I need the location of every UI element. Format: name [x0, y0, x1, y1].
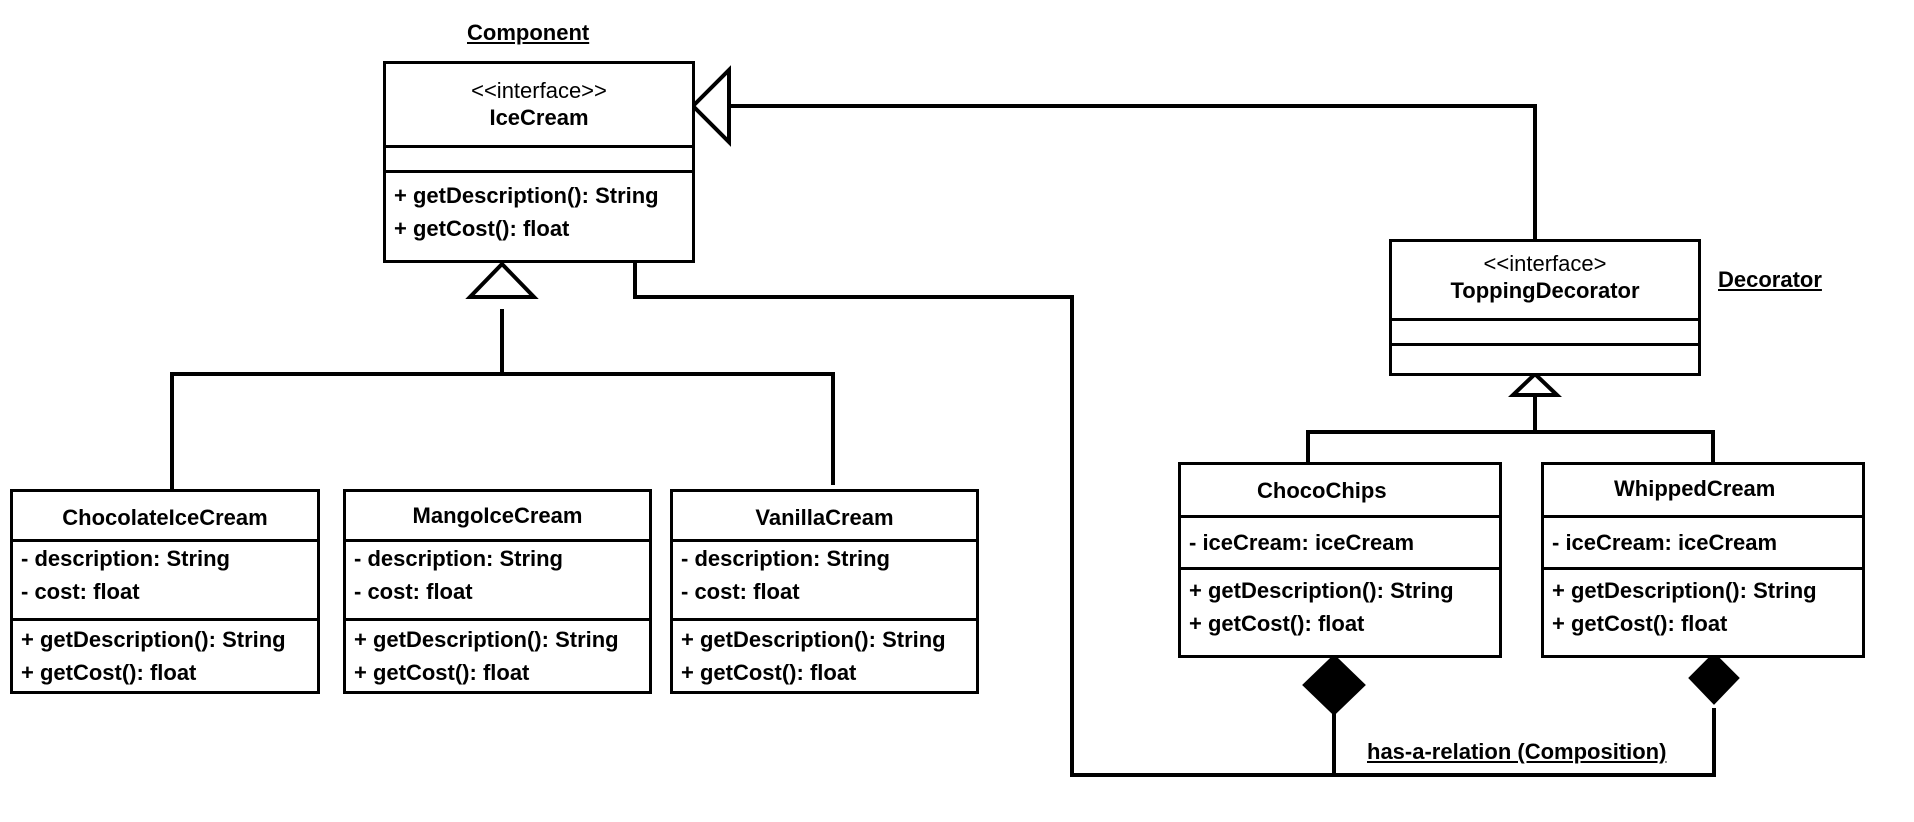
- methods-section: + getDescription(): String + getCost(): …: [1181, 570, 1499, 640]
- methods-section: + getDescription(): String + getCost(): …: [673, 621, 976, 689]
- chocolate-icecream-class-box: ChocolateIceCream - description: String …: [10, 489, 320, 694]
- method: + getDescription(): String: [21, 627, 286, 652]
- composition-diamond-chocochips: [1302, 654, 1366, 716]
- method: + getCost(): float: [354, 660, 530, 685]
- stereotype: <<interface>: [1483, 251, 1607, 276]
- attribute: - iceCream: iceCream: [1552, 530, 1778, 555]
- whipped-cream-class-box: WhippedCream - iceCream: iceCream + getD…: [1541, 462, 1865, 658]
- method: + getDescription(): String: [354, 627, 619, 652]
- class-header: <<interface>> IceCream: [386, 64, 692, 148]
- class-header: <<interface> ToppingDecorator: [1392, 242, 1698, 321]
- component-label: Component: [467, 20, 590, 45]
- method: + getDescription(): String: [1189, 578, 1454, 603]
- methods-section: + getDescription(): String + getCost(): …: [346, 621, 649, 689]
- decorator-label: Decorator: [1718, 267, 1822, 292]
- attributes-section: - description: String - cost: float: [13, 542, 317, 621]
- class-header: WhippedCream: [1544, 465, 1862, 518]
- class-header: MangoIceCream: [346, 492, 649, 542]
- class-header: ChocolateIceCream: [13, 492, 317, 542]
- inheritance-connector-topping: [1306, 395, 1715, 462]
- attribute: - description: String: [21, 546, 230, 571]
- attribute: - cost: float: [681, 579, 800, 604]
- method: + getDescription(): String: [394, 183, 659, 208]
- attribute: - cost: float: [354, 579, 473, 604]
- attribute: - description: String: [681, 546, 890, 571]
- methods-section: + getDescription(): String + getCost(): …: [13, 621, 317, 689]
- attributes-section: - description: String - cost: float: [346, 542, 649, 621]
- method: + getCost(): float: [1189, 611, 1365, 636]
- composition-label: has-a-relation (Composition): [1367, 739, 1667, 764]
- method: + getDescription(): String: [681, 627, 946, 652]
- attributes-section: [1392, 321, 1698, 346]
- chocochips-class-box: ChocoChips - iceCream: iceCream + getDes…: [1178, 462, 1502, 658]
- attributes-section: - description: String - cost: float: [673, 542, 976, 621]
- composition-diamond-whipped: [1688, 652, 1740, 705]
- attributes-section: [386, 148, 692, 173]
- method: + getCost(): float: [1552, 611, 1728, 636]
- method: + getDescription(): String: [1552, 578, 1817, 603]
- method: + getCost(): float: [394, 216, 570, 241]
- attributes-section: - iceCream: iceCream: [1181, 518, 1499, 570]
- method: + getCost(): float: [21, 660, 197, 685]
- composition-connector: [633, 262, 1716, 777]
- attribute: - iceCream: iceCream: [1189, 530, 1415, 555]
- mango-icecream-class-box: MangoIceCream - description: String - co…: [343, 489, 652, 694]
- topping-decorator-interface-box: <<interface> ToppingDecorator: [1389, 239, 1701, 376]
- stereotype: <<interface>>: [471, 78, 607, 103]
- attribute: - description: String: [354, 546, 563, 571]
- class-name: IceCream: [489, 105, 589, 130]
- class-name: ToppingDecorator: [1450, 278, 1640, 303]
- class-header: ChocoChips: [1181, 465, 1499, 518]
- methods-section: + getDescription(): String + getCost(): …: [386, 173, 692, 245]
- class-header: VanillaCream: [673, 492, 976, 542]
- attribute: - cost: float: [21, 579, 140, 604]
- vanilla-cream-class-box: VanillaCream - description: String - cos…: [670, 489, 979, 694]
- attributes-section: - iceCream: iceCream: [1544, 518, 1862, 570]
- inheritance-arrowhead-icecream: [465, 261, 539, 299]
- inheritance-arrowhead-topping: [1508, 371, 1562, 397]
- icecream-interface-box: <<interface>> IceCream + getDescription(…: [383, 61, 695, 263]
- topping-to-icecream-connector: [729, 104, 1537, 239]
- methods-section: + getDescription(): String + getCost(): …: [1544, 570, 1862, 640]
- topping-arrowhead: [690, 65, 731, 147]
- method: + getCost(): float: [681, 660, 857, 685]
- inheritance-connector-icecream: [170, 309, 835, 489]
